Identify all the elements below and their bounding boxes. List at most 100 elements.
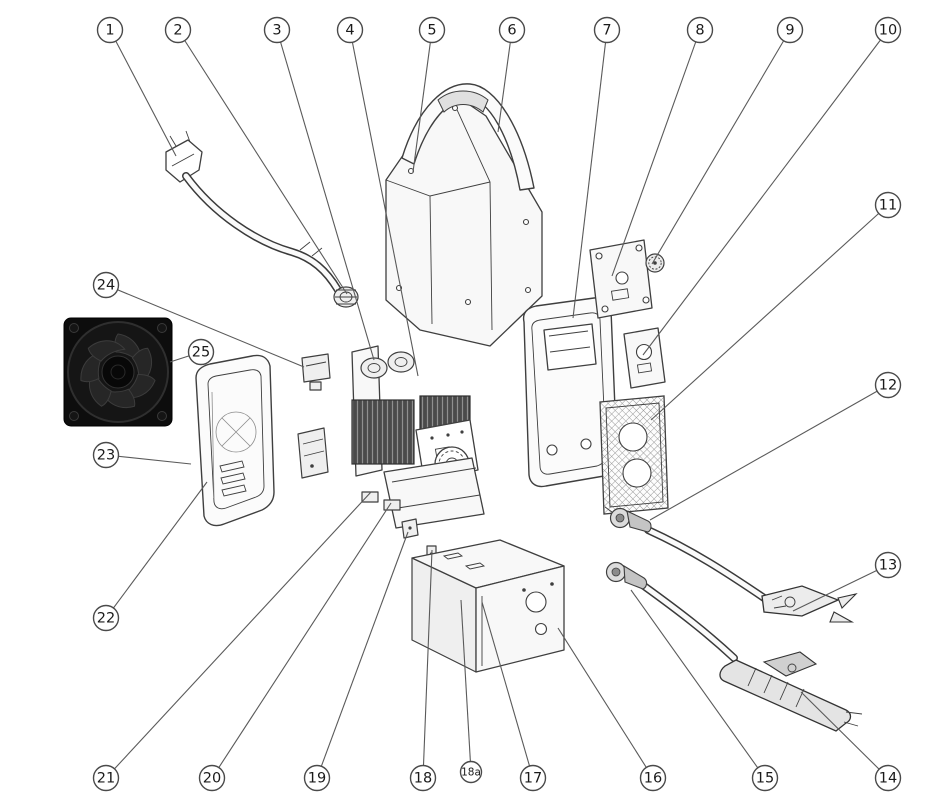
callout-balloon-18a <box>459 760 483 784</box>
callout-label-14: 14 <box>879 771 897 787</box>
callout-label-15: 15 <box>756 771 774 787</box>
leader-line-21 <box>105 491 372 779</box>
part-front-panel <box>522 297 618 488</box>
callout-label-5: 5 <box>427 23 436 39</box>
leader-line-8 <box>611 29 701 277</box>
callout-balloon-5 <box>418 16 446 44</box>
callout-label-19: 19 <box>308 771 326 787</box>
callout-balloon-14 <box>874 764 902 792</box>
leader-line-2 <box>177 29 348 295</box>
leader-line-20 <box>211 502 392 779</box>
callout-balloon-23 <box>92 441 120 469</box>
callout-balloon-7 <box>593 16 621 44</box>
callout-balloon-6 <box>498 16 526 44</box>
callout-label-23: 23 <box>97 448 115 464</box>
callout-label-2: 2 <box>173 23 182 39</box>
leader-line-7 <box>572 29 608 319</box>
leader-line-10 <box>642 29 889 356</box>
leader-line-17 <box>481 601 534 779</box>
part-control-plate <box>589 239 653 319</box>
callout-label-10: 10 <box>879 23 897 39</box>
leader-line-13 <box>792 564 889 612</box>
part-inverter-assembly <box>351 345 485 529</box>
callout-label-25: 25 <box>192 345 210 361</box>
part-mesh-panel <box>599 395 669 515</box>
callout-balloon-25 <box>187 338 215 366</box>
part-cable-gland <box>333 286 359 308</box>
callout-label-1: 1 <box>105 23 114 39</box>
part-electrode-holder-cable <box>605 561 863 732</box>
part-small-plate <box>623 327 666 389</box>
callout-balloon-4 <box>336 16 364 44</box>
part-earth-clamp <box>761 585 858 623</box>
leader-line-5 <box>412 29 433 173</box>
part-dinse-plug-upper <box>604 506 652 533</box>
callout-label-24: 24 <box>97 278 115 294</box>
part-top-cover <box>385 89 543 347</box>
part-dinse-plug-lower <box>605 561 648 590</box>
part-electrode-holder <box>719 651 863 732</box>
callout-balloon-3 <box>263 16 291 44</box>
callout-balloon-24 <box>92 271 120 299</box>
callout-label-18: 18 <box>414 771 432 787</box>
leader-line-1 <box>109 29 177 157</box>
callout-balloon-2 <box>164 16 192 44</box>
parts-artwork <box>63 83 863 732</box>
callout-balloon-13 <box>874 551 902 579</box>
leader-line-4 <box>349 29 419 377</box>
leader-line-9 <box>651 29 791 265</box>
callout-label-17: 17 <box>524 771 542 787</box>
callout-label-6: 6 <box>507 23 516 39</box>
leader-line-6 <box>497 29 513 133</box>
callout-label-8: 8 <box>695 23 704 39</box>
leader-line-11 <box>650 204 889 421</box>
leader-line-18 <box>422 549 433 779</box>
callout-balloon-12 <box>874 371 902 399</box>
callout-balloon-10 <box>874 16 902 44</box>
part-power-cord <box>165 130 342 294</box>
callout-balloon-19 <box>303 764 331 792</box>
part-bracket-small-upper <box>301 353 331 391</box>
callout-balloon-17 <box>519 764 547 792</box>
leader-lines <box>105 29 889 779</box>
callout-label-13: 13 <box>879 558 897 574</box>
leader-line-3 <box>276 29 375 361</box>
callout-label-12: 12 <box>879 378 897 394</box>
callout-label-16: 16 <box>644 771 662 787</box>
callout-balloon-11 <box>874 191 902 219</box>
leader-line-23 <box>105 454 192 465</box>
leader-line-22 <box>105 481 208 619</box>
callout-balloon-15 <box>751 764 779 792</box>
part-base-chassis <box>411 539 565 673</box>
callout-label-21: 21 <box>97 771 115 787</box>
callout-balloon-8 <box>686 16 714 44</box>
callout-label-4: 4 <box>345 23 354 39</box>
callout-balloon-1 <box>96 16 124 44</box>
callout-label-11: 11 <box>879 198 897 214</box>
callout-balloon-16 <box>639 764 667 792</box>
callout-label-18a: 18a <box>461 767 481 779</box>
part-knob <box>645 253 665 273</box>
callout-balloon-9 <box>776 16 804 44</box>
callout-label-7: 7 <box>602 23 611 39</box>
leader-line-15 <box>630 589 766 779</box>
leader-line-18a <box>460 599 472 773</box>
leader-line-12 <box>649 384 889 521</box>
leader-line-14 <box>800 691 889 779</box>
callout-label-20: 20 <box>203 771 221 787</box>
leader-line-19 <box>316 531 409 779</box>
part-fan <box>63 317 173 427</box>
callout-balloon-21 <box>92 764 120 792</box>
part-side-housing <box>195 354 275 527</box>
callout-balloon-22 <box>92 604 120 632</box>
callout-label-9: 9 <box>785 23 794 39</box>
callout-balloon-20 <box>198 764 226 792</box>
callout-label-3: 3 <box>272 23 281 39</box>
callout-balloon-18 <box>409 764 437 792</box>
part-bracket-19 <box>401 518 419 539</box>
part-earth-clamp-cable <box>604 506 858 623</box>
part-bracket-small-lower <box>297 427 329 479</box>
